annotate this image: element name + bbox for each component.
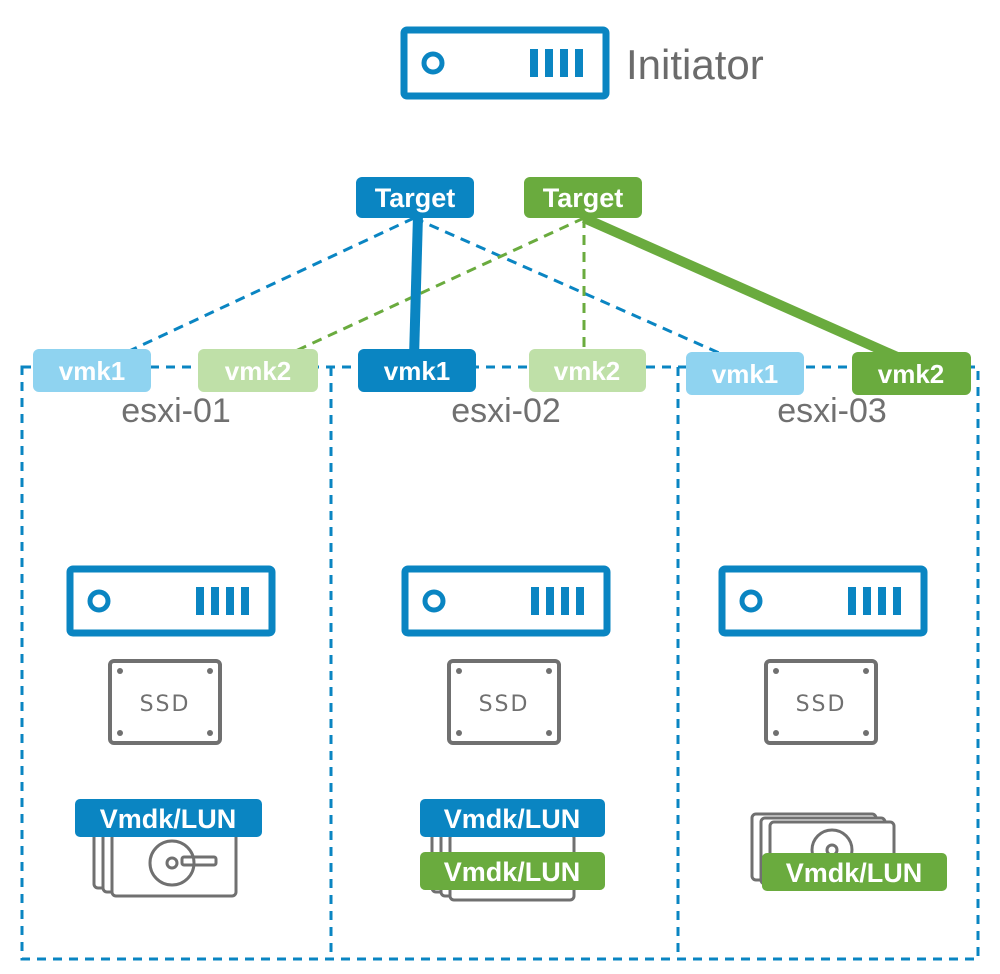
host-esxi-01: SSD Vmdk/LUN (66, 565, 276, 898)
legend-label: Initiator (626, 41, 764, 88)
target-green: Target (524, 177, 642, 218)
esxi-03-vmk1: vmk1 (686, 352, 804, 395)
svg-text:vmk2: vmk2 (554, 356, 621, 386)
esxi-02-vmk2: vmk2 (529, 349, 646, 392)
svg-text:vmk1: vmk1 (384, 356, 451, 386)
target-green-label: Target (543, 183, 624, 213)
lun-badge: Vmdk/LUN (420, 799, 605, 837)
svg-text:vmk2: vmk2 (225, 356, 292, 386)
esxi-01-vmk1: vmk1 (33, 349, 151, 392)
svg-text:Vmdk/LUN: Vmdk/LUN (444, 804, 581, 834)
ssd-icon: SSD (764, 659, 878, 745)
server-icon (400, 26, 610, 100)
ssd-label: SSD (479, 692, 530, 717)
esxi-02-vmk1: vmk1 (358, 349, 476, 392)
ssd-label: SSD (796, 692, 847, 717)
server-icon (718, 565, 928, 637)
esxi-01-vmk2: vmk2 (198, 349, 318, 392)
vmk-ports: vmk1 vmk2 vmk1 vmk2 vmk1 vmk2 (33, 349, 971, 395)
lun-badge: Vmdk/LUN (762, 853, 947, 891)
host-esxi-03: SSD Vmdk/LUN (718, 565, 947, 891)
svg-text:Vmdk/LUN: Vmdk/LUN (786, 858, 923, 888)
conn-green-target-esxi01-vmk2 (275, 216, 585, 362)
ssd-icon: SSD (108, 659, 222, 745)
target-blue: Target (356, 177, 474, 218)
conn-blue-target-esxi02-vmk1 (409, 214, 423, 359)
connections (109, 213, 907, 365)
lun-badge: Vmdk/LUN (420, 852, 605, 890)
hard-disk-icon (92, 820, 238, 898)
svg-text:Vmdk/LUN: Vmdk/LUN (100, 804, 237, 834)
svg-text:vmk1: vmk1 (712, 359, 779, 389)
host-name-esxi-01: esxi-01 (121, 392, 231, 430)
conn-blue-target-esxi01-vmk1 (109, 216, 415, 362)
legend: Initiator (400, 26, 764, 100)
host-esxi-02: SSD Vmdk/LUN Vmdk/LUN (401, 565, 611, 902)
host-name-esxi-03: esxi-03 (777, 392, 887, 430)
svg-text:vmk1: vmk1 (59, 356, 126, 386)
server-icon (66, 565, 276, 637)
server-icon (401, 565, 611, 637)
lun-badge: Vmdk/LUN (75, 799, 262, 837)
svg-text:Vmdk/LUN: Vmdk/LUN (444, 857, 581, 887)
target-blue-label: Target (375, 183, 456, 213)
esxi-03-vmk2: vmk2 (852, 352, 971, 395)
host-name-esxi-02: esxi-02 (451, 392, 561, 430)
conn-green-target-esxi03-vmk2 (581, 213, 907, 365)
svg-text:vmk2: vmk2 (878, 359, 945, 389)
ssd-icon: SSD (447, 659, 561, 745)
ssd-label: SSD (140, 692, 191, 717)
conn-blue-target-esxi03-vmk1 (413, 216, 727, 358)
host-frame (20, 365, 980, 961)
